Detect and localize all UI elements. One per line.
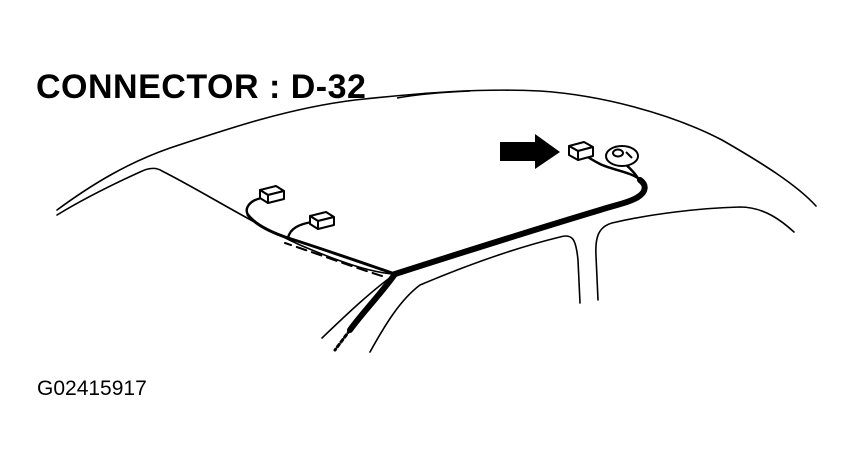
pillar-wire-harness <box>347 271 398 333</box>
connector-2 <box>309 211 335 230</box>
title-leader-line <box>396 90 471 99</box>
pointer-arrow <box>500 134 560 169</box>
connector-1-wire <box>245 196 264 217</box>
windshield-outline <box>56 167 396 275</box>
connector-2-wire <box>286 220 314 240</box>
main-wire-harness <box>392 177 648 277</box>
rear-door-frame <box>595 206 795 301</box>
sensor-component <box>605 145 639 167</box>
connector-d32 <box>568 141 594 161</box>
connector-1 <box>259 185 285 204</box>
front-door-frame <box>369 235 581 353</box>
roof-outline <box>56 89 817 211</box>
left-branch-tape <box>284 242 383 277</box>
diagram-title: CONNECTOR : D-32 <box>36 68 367 106</box>
left-branch-harness <box>246 213 397 276</box>
pillar-harness-dashes <box>333 328 352 352</box>
figure-id: G02415917 <box>37 377 147 400</box>
